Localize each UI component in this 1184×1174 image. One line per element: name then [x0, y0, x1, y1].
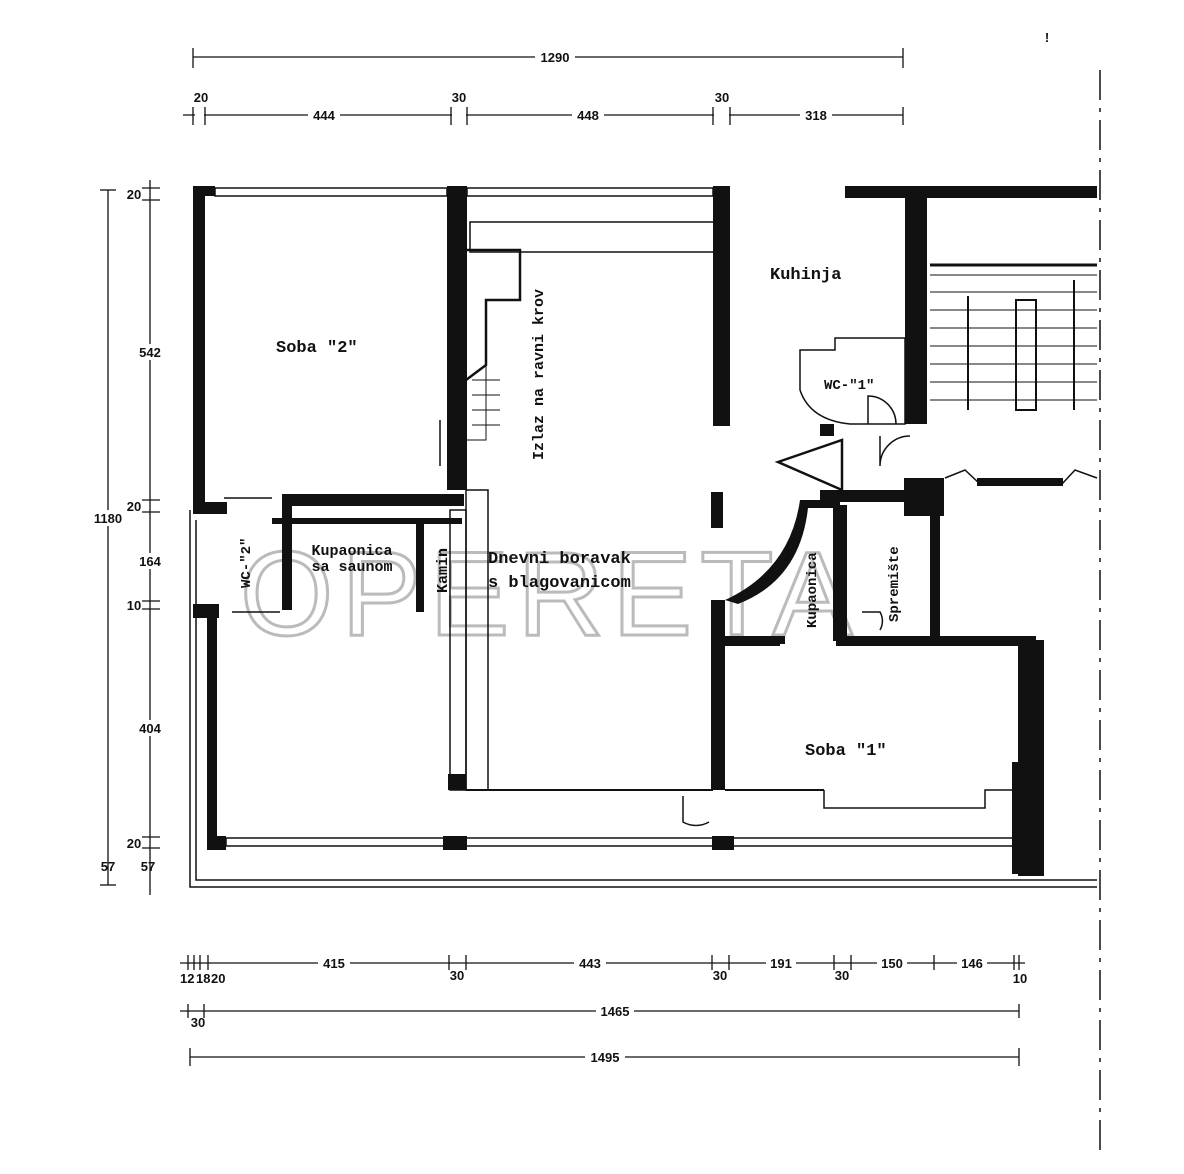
dim-label: 443	[579, 956, 601, 971]
room-dnevni-boravak: Dnevni boravak	[488, 550, 631, 569]
dim-label: 318	[805, 108, 827, 123]
doors	[224, 395, 911, 827]
label-kamin: Kamin	[435, 548, 452, 593]
bottom-dimensions: 12 18 20 415 30 443 30 191 30 150 146 10…	[180, 955, 1027, 1066]
dim-overall-top: 1290	[541, 50, 570, 65]
dim-label: 20	[127, 836, 141, 851]
dim-label: 20	[194, 90, 208, 105]
dim-label: 10	[1013, 971, 1027, 986]
label-izlaz-na-ravni-krov: Izlaz na ravni krov	[531, 289, 548, 460]
dim-overall-bottom: 1495	[591, 1050, 620, 1065]
dim-label: 164	[139, 554, 161, 569]
dim-label: 12	[180, 971, 194, 986]
room-labels: Soba "2" Kuhinja WC-"1" Izlaz na ravni k…	[239, 266, 903, 761]
room-soba-2: Soba "2"	[276, 339, 358, 358]
left-dimensions: 1180 20 542 20 164 10 404 20 57 57	[90, 180, 168, 895]
dim-label: 20	[127, 187, 141, 202]
room-kuhinja: Kuhinja	[770, 266, 841, 285]
dim-label: 20	[211, 971, 225, 986]
room-soba-1: Soba "1"	[805, 742, 887, 761]
dim-label: 30	[191, 1015, 205, 1030]
dim-label: 146	[961, 956, 983, 971]
dim-label: 444	[313, 108, 335, 123]
dim-label: 150	[881, 956, 903, 971]
dim-label: 448	[577, 108, 599, 123]
top-dimensions: 1290 20 444 30 448 30 318 !	[183, 30, 1049, 125]
room-kupaonica: Kupaonica	[805, 552, 821, 628]
exclamation-mark: !	[1045, 30, 1049, 45]
room-kupaonica-sa-saunom: Kupaonica	[311, 543, 392, 560]
dim-label: 57	[141, 859, 155, 874]
room-kupaonica-sa-saunom-2: sa saunom	[311, 559, 392, 576]
stairs	[465, 248, 1097, 441]
dim-label: 57	[101, 859, 115, 874]
room-spremiste: Spremište	[887, 546, 903, 622]
dim-label: 30	[450, 968, 464, 983]
dim-label: 404	[139, 721, 161, 736]
dim-label: 20	[127, 499, 141, 514]
dim-label: 18	[196, 971, 210, 986]
room-wc-2: WC-"2"	[239, 538, 255, 588]
dim-label: 1465	[601, 1004, 630, 1019]
dim-label: 30	[715, 90, 729, 105]
dim-label: 10	[127, 598, 141, 613]
walls	[193, 186, 1098, 876]
terrace-outline	[189, 70, 1101, 1150]
dim-label: 191	[770, 956, 792, 971]
dim-label: 415	[323, 956, 345, 971]
room-dnevni-boravak-2: s blagovanicom	[488, 574, 631, 593]
room-wc-1: WC-"1"	[824, 378, 874, 394]
dim-label: 30	[835, 968, 849, 983]
dim-overall-left: 1180	[94, 511, 122, 526]
dim-label: 30	[452, 90, 466, 105]
dim-label: 30	[713, 968, 727, 983]
dim-label: 542	[139, 345, 161, 360]
